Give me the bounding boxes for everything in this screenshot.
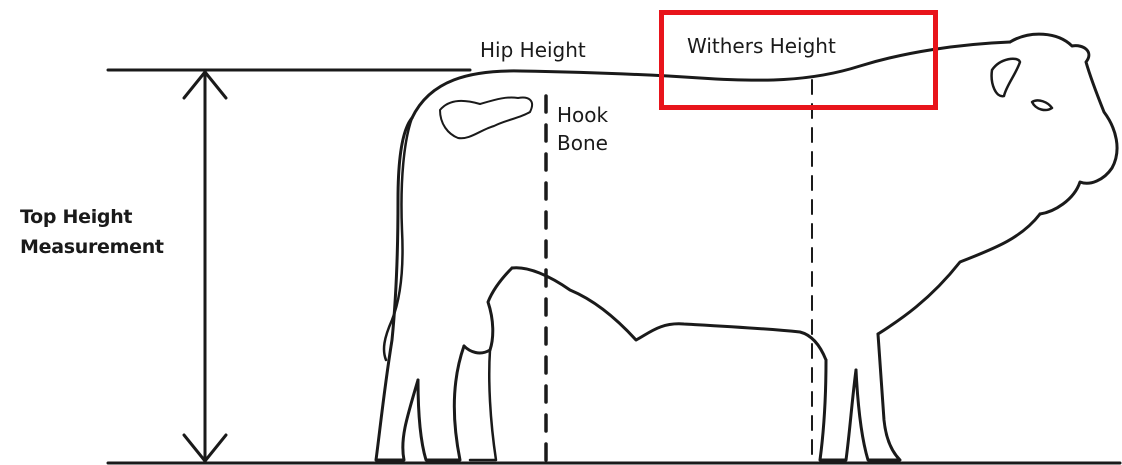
top-height-arrow bbox=[184, 72, 226, 461]
withers-height-highlight-box bbox=[659, 10, 938, 110]
top-height-measurement-label: Top Height Measurement bbox=[20, 202, 164, 262]
hook-bone-label-line2: Bone bbox=[557, 129, 608, 157]
hook-bone-label-line1: Hook bbox=[557, 101, 608, 129]
top-height-label-line2: Measurement bbox=[20, 232, 164, 262]
hip-height-label: Hip Height bbox=[480, 38, 586, 62]
hook-bone-label: Hook Bone bbox=[557, 101, 608, 157]
top-height-label-line1: Top Height bbox=[20, 202, 164, 232]
withers-height-label: Withers Height bbox=[687, 34, 836, 58]
